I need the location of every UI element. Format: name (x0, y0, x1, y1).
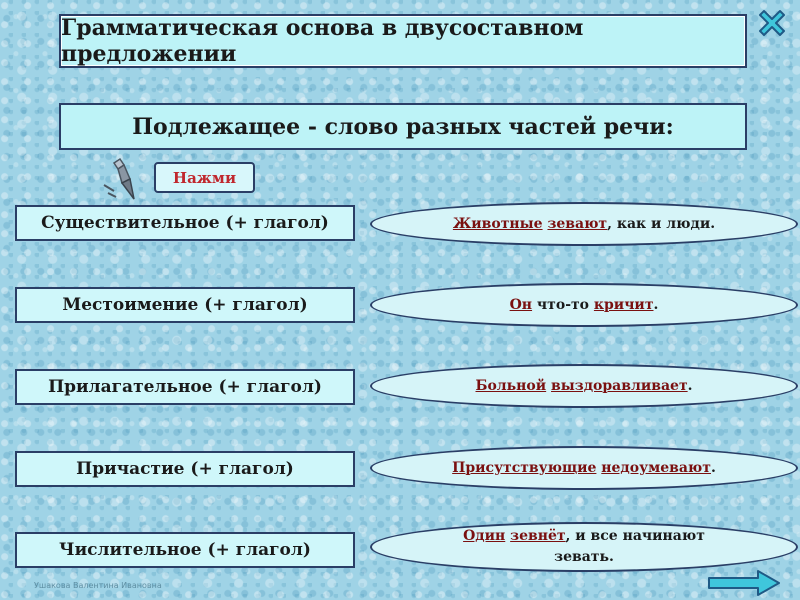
example-text-segment: . (687, 377, 693, 394)
slide-subtitle: Подлежащее - слово разных частей речи: (59, 103, 747, 150)
part-of-speech-label: Существительное (+ глагол) (41, 213, 329, 233)
grammatical-base-word: кричит (593, 296, 654, 313)
grammatical-base-word: Животные (452, 215, 543, 232)
grammatical-base-word: недоумевают (601, 459, 711, 476)
part-of-speech-label: Местоимение (+ глагол) (62, 295, 308, 315)
grammatical-base-word: Один (463, 528, 506, 544)
example-text-segment: . (653, 296, 659, 313)
author-credit: Ушакова Валентина Ивановна (34, 581, 162, 590)
grammatical-base-word: Он (509, 296, 533, 313)
example-text-segment: , как и люди. (607, 215, 716, 232)
example-text: Один зевнёт, и все начинают зевать. (432, 526, 736, 568)
grammatical-base-word: выздоравливает (551, 377, 688, 394)
close-icon[interactable] (755, 6, 789, 40)
part-of-speech-label: Причастие (+ глагол) (76, 459, 294, 479)
part-of-speech-button[interactable]: Прилагательное (+ глагол) (15, 369, 355, 405)
press-button[interactable]: Нажми (154, 162, 255, 193)
part-of-speech-button[interactable]: Числительное (+ глагол) (15, 532, 355, 568)
part-of-speech-button[interactable]: Существительное (+ глагол) (15, 205, 355, 241)
slide-title: Грамматическая основа в двусоставном пре… (59, 14, 747, 68)
example-text: Животные зевают, как и люди. (453, 214, 715, 235)
example-text-segment: что-то (532, 296, 594, 313)
example-sentence: Животные зевают, как и люди. (370, 202, 798, 246)
example-sentence: Один зевнёт, и все начинают зевать. (370, 522, 798, 572)
part-of-speech-label: Прилагательное (+ глагол) (48, 377, 322, 397)
next-arrow-icon[interactable] (706, 568, 782, 598)
grammatical-base-word: зевают (547, 215, 608, 232)
example-sentence: Присутствующие недоумевают. (370, 446, 798, 490)
part-of-speech-button[interactable]: Местоимение (+ глагол) (15, 287, 355, 323)
example-text: Присутствующие недоумевают. (452, 458, 716, 479)
example-text-segment: , и все начинают зевать. (554, 528, 705, 565)
grammatical-base-word: Больной (475, 377, 547, 394)
example-text: Больной выздоравливает. (476, 376, 693, 397)
pointer-icon (103, 157, 135, 200)
grammatical-base-word: Присутствующие (452, 459, 597, 476)
part-of-speech-label: Числительное (+ глагол) (59, 540, 311, 560)
example-text: Он что-то кричит. (510, 295, 659, 316)
example-sentence: Больной выздоравливает. (370, 364, 798, 408)
part-of-speech-button[interactable]: Причастие (+ глагол) (15, 451, 355, 487)
grammatical-base-word: зевнёт (510, 528, 566, 544)
example-sentence: Он что-то кричит. (370, 283, 798, 327)
example-text-segment: . (710, 459, 716, 476)
